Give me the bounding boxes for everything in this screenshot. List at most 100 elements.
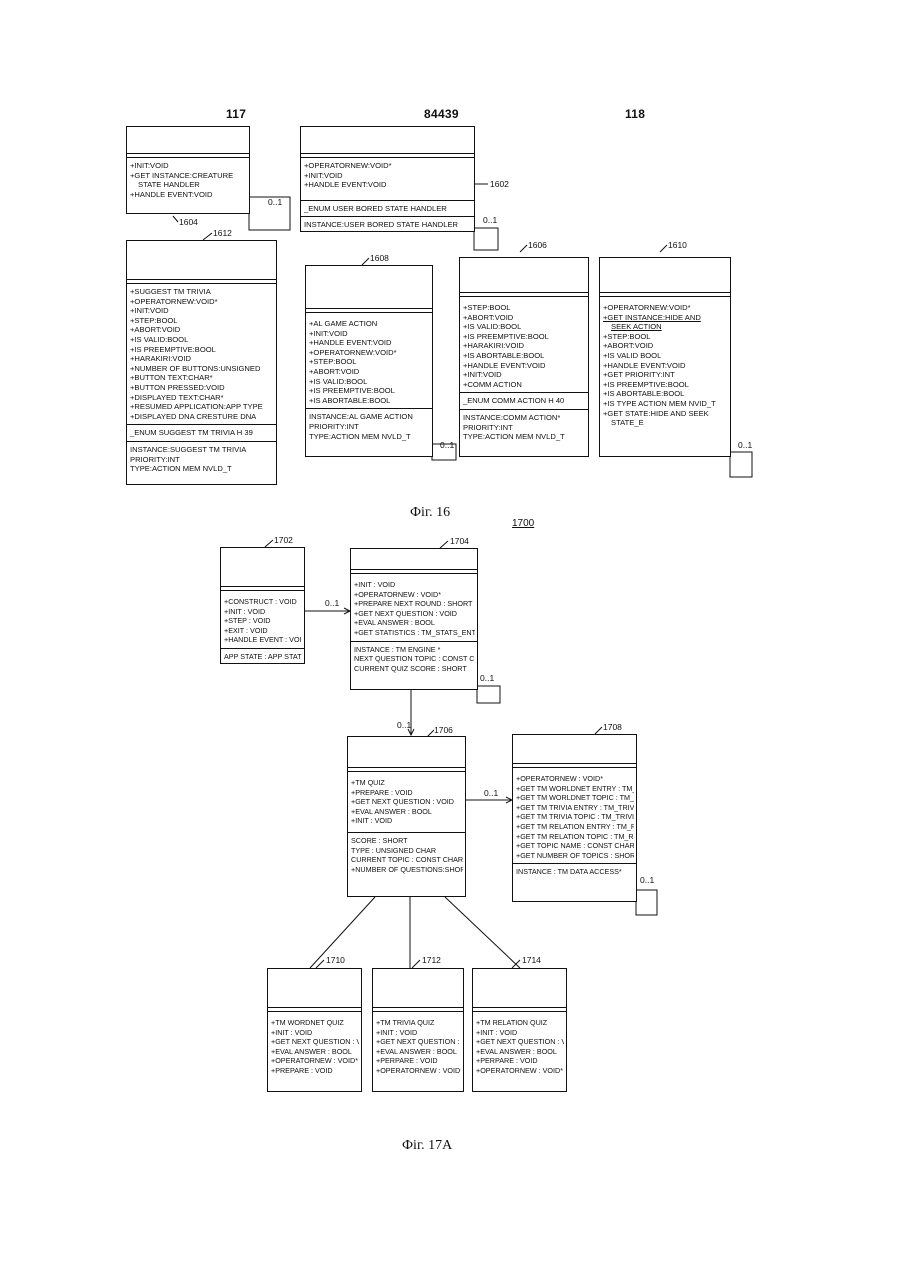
class-name-area — [513, 735, 636, 764]
ref-label-1710: 1710 — [326, 955, 345, 965]
method-line: +GET TM TRIVIA TOPIC : TM_TRIVIA_T — [516, 812, 634, 822]
method-line: +SUGGEST TM TRIVIA — [130, 287, 274, 297]
ref-label-1702: 1702 — [274, 535, 293, 545]
multiplicity-1704-self: 0..1 — [480, 673, 494, 683]
method-line: +IS TYPE ACTION MEM NVID_T — [603, 399, 728, 409]
enum-line: _ENUM SUGGEST TM TRIVIA H 39 — [130, 428, 274, 438]
method-line: +ABORT:VOID — [603, 341, 728, 351]
method-line: +OPERATORNEW : VOID* — [516, 774, 634, 784]
class-box-1712: +TM TRIVIA QUIZ +INIT : VOID +GET NEXT Q… — [372, 968, 464, 1092]
methods-section: +TM QUIZ +PREPARE : VOID +GET NEXT QUEST… — [348, 771, 465, 833]
class-name-area — [268, 969, 361, 1008]
attribute-line: CURRENT QUIZ SCORE : SHORT — [354, 664, 475, 674]
method-line: +EVAL ANSWER : BOOL — [351, 807, 463, 817]
method-line: +DISPLAYED TEXT:CHAR* — [130, 393, 274, 403]
class-box-1612: +SUGGEST TM TRIVIA +OPERATORNEW:VOID* +I… — [126, 240, 277, 485]
method-line: +IS VALID:BOOL — [130, 335, 274, 345]
ref-label-1706: 1706 — [434, 725, 453, 735]
class-name-area — [127, 241, 276, 280]
attribute-line: TYPE:ACTION MEM NVLD_T — [130, 464, 274, 474]
method-line: +GET NEXT QUESTION : VOID* — [376, 1037, 461, 1047]
methods-section: +OPERATORNEW:VOID* +GET INSTANCE:HIDE AN… — [600, 296, 730, 431]
class-box-1710: +TM WORDNET QUIZ +INIT : VOID +GET NEXT … — [267, 968, 362, 1092]
method-line: SEEK ACTION — [603, 322, 728, 332]
methods-section: +CONSTRUCT : VOID +INIT : VOID +STEP : V… — [221, 590, 304, 649]
header-center-number: 84439 — [424, 107, 459, 121]
method-line: +EXIT : VOID — [224, 626, 302, 636]
method-line: +HANDLE EVENT:VOID — [603, 361, 728, 371]
method-line: +TM QUIZ — [351, 778, 463, 788]
attributes-section: INSTANCE : TM DATA ACCESS* — [513, 864, 636, 880]
self-link-1602 — [474, 225, 498, 250]
attributes-section: INSTANCE:AL GAME ACTION PRIORITY:INT TYP… — [306, 409, 432, 444]
method-line: +GET TM RELATION TOPIC : TM_RELAT — [516, 832, 634, 842]
ref-label-1606: 1606 — [528, 240, 547, 250]
method-line: +GET STATE:HIDE AND SEEK — [603, 409, 728, 419]
methods-section: +TM WORDNET QUIZ +INIT : VOID +GET NEXT … — [268, 1011, 361, 1079]
method-line: +BUTTON TEXT:CHAR* — [130, 373, 274, 383]
method-line: +OPERATORNEW:VOID* — [304, 161, 472, 171]
attribute-line: APP STATE : APP STATE_E — [224, 652, 302, 662]
class-name-area — [373, 969, 463, 1008]
method-line: +EVAL ANSWER : BOOL — [376, 1047, 461, 1057]
method-line: +IS PREEMPTIVE:BOOL — [463, 332, 586, 342]
method-line: +PERPARE : VOID — [376, 1056, 461, 1066]
attribute-line: CURRENT TOPIC : CONST CHAR* — [351, 855, 463, 865]
method-line: +RESUMED APPLICATION:APP TYPE — [130, 402, 274, 412]
method-line: +GET NUMBER OF TOPICS : SHORT — [516, 851, 634, 861]
method-line: +TM TRIVIA QUIZ — [376, 1018, 461, 1028]
ref-leader-1608 — [362, 258, 369, 265]
figure-17a-caption: Фіг. 17А — [402, 1138, 452, 1154]
enum-section: _ENUM COMM ACTION H 40 — [460, 393, 588, 410]
method-line: +PREPARE : VOID — [271, 1066, 359, 1076]
method-line: +EVAL ANSWER : BOOL — [271, 1047, 359, 1057]
method-line: +IS VALID:BOOL — [309, 377, 430, 387]
header-right-number: 118 — [625, 107, 645, 121]
method-line: +OPERATORNEW:VOID* — [309, 348, 430, 358]
method-line: +GET NEXT QUESTION : VOID* — [271, 1037, 359, 1047]
multiplicity-1706-1708: 0..1 — [484, 788, 498, 798]
attribute-line: TYPE:ACTION MEM NVLD_T — [309, 432, 430, 442]
attributes-section: APP STATE : APP STATE_E — [221, 649, 304, 665]
method-line: +GET INSTANCE:HIDE AND — [603, 313, 728, 323]
methods-section: +OPERATORNEW:VOID* +INIT:VOID +HANDLE EV… — [301, 157, 474, 201]
method-line: +GET TM WORLDNET ENTRY : TM_WOR — [516, 784, 634, 794]
method-line: +GET NEXT QUESTION : VOID — [354, 609, 475, 619]
ref-leader-1604 — [173, 216, 178, 222]
method-line: +OPERATORNEW:VOID* — [603, 303, 728, 313]
enum-line: _ENUM USER BORED STATE HANDLER — [304, 204, 472, 214]
method-line: +OPERATORNEW : VOID* — [376, 1066, 461, 1076]
attribute-line: PRIORITY:INT — [130, 455, 274, 465]
method-line: +INIT : VOID — [224, 607, 302, 617]
method-line: +PERPARE : VOID — [476, 1056, 564, 1066]
method-line: +AL GAME ACTION — [309, 319, 430, 329]
method-line: +INIT : VOID — [351, 816, 463, 826]
ref-leader-1708 — [595, 727, 602, 734]
attribute-line: INSTANCE:AL GAME ACTION — [309, 412, 430, 422]
method-line: +IS VALID BOOL — [603, 351, 728, 361]
method-line: +ABORT:VOID — [130, 325, 274, 335]
method-line: +INIT:VOID — [309, 329, 430, 339]
method-line: +STEP:BOOL — [130, 316, 274, 326]
ref-label-1608: 1608 — [370, 253, 389, 263]
attribute-line: TYPE : UNSIGNED CHAR — [351, 846, 463, 856]
method-line: +INIT:VOID — [463, 370, 586, 380]
attribute-line: NEXT QUESTION TOPIC : CONST CHAR — [354, 654, 475, 664]
method-line: +INIT : VOID — [376, 1028, 461, 1038]
method-line: +INIT:VOID — [130, 306, 274, 316]
class-box-1602: +OPERATORNEW:VOID* +INIT:VOID +HANDLE EV… — [300, 126, 475, 232]
class-box-1708: +OPERATORNEW : VOID* +GET TM WORLDNET EN… — [512, 734, 637, 902]
method-line: +STEP:BOOL — [309, 357, 430, 367]
method-line: +ABORT:VOID — [309, 367, 430, 377]
method-line: +GET TM WORLDNET TOPIC : TM_WORD — [516, 793, 634, 803]
attribute-line: INSTANCE : TM DATA ACCESS* — [516, 867, 634, 877]
method-line: +INIT : VOID — [476, 1028, 564, 1038]
method-line: +GET NEXT QUESTION : VOID — [351, 797, 463, 807]
method-line: STATE HANDLER — [130, 180, 247, 190]
method-line: +ABORT:VOID — [463, 313, 586, 323]
method-line: +OPERATORNEW : VOID* — [271, 1056, 359, 1066]
multiplicity-1602: 0..1 — [483, 215, 497, 225]
method-line: +TM WORDNET QUIZ — [271, 1018, 359, 1028]
enum-line: _ENUM COMM ACTION H 40 — [463, 396, 586, 406]
class-name-area — [221, 548, 304, 587]
